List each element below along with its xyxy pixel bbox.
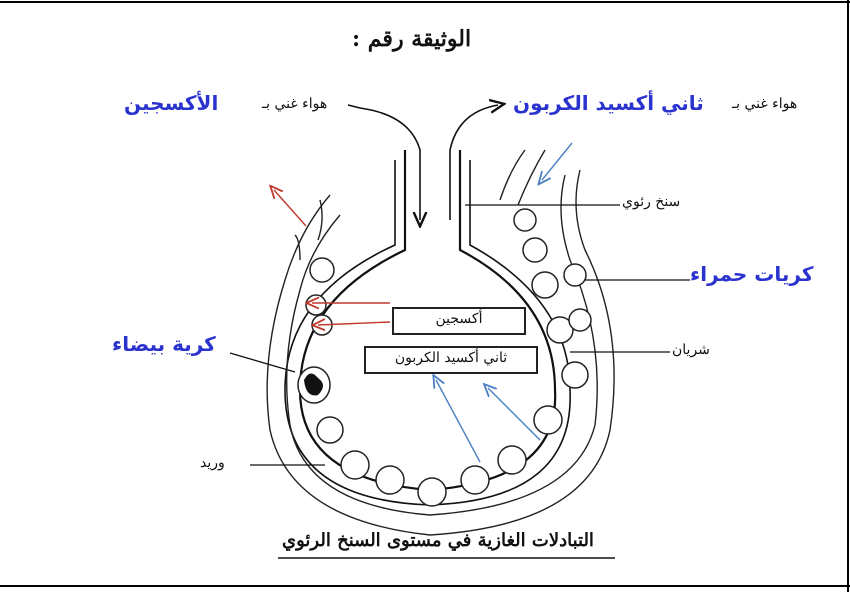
co2-box: ثاني أكسيد الكربون — [364, 346, 538, 374]
rbc — [514, 209, 536, 231]
rbc — [376, 466, 404, 494]
rbc — [310, 258, 334, 282]
alveolus-label: سنخ رئوي — [622, 194, 680, 210]
co2-arrow-2 — [488, 388, 540, 440]
rbc — [317, 417, 343, 443]
co2-arrow-1 — [436, 380, 480, 462]
capillary-top-right-2 — [518, 150, 545, 205]
red-cells-label: كريات حمراء — [690, 262, 814, 286]
rbc — [461, 466, 489, 494]
rbc — [562, 362, 588, 388]
document-title: الوثيقة رقم : — [352, 26, 471, 52]
oxygen-box: أكسجين — [392, 307, 526, 335]
rbc — [306, 295, 326, 315]
rbc — [498, 446, 526, 474]
oxygen-arrows — [274, 190, 390, 325]
co2-in-arrow — [542, 143, 572, 180]
rbc — [534, 406, 562, 434]
air-out-arrow — [450, 105, 498, 220]
co2-label: ثاني أكسيد الكربون — [513, 91, 704, 115]
capillary-top-left-2 — [318, 200, 322, 240]
rbc — [532, 272, 558, 298]
rbc — [569, 309, 591, 331]
capillary-outer-left-2 — [287, 175, 598, 515]
rbc — [523, 238, 547, 262]
rbc — [418, 478, 446, 506]
o2-out-arrow — [274, 190, 306, 226]
rbc — [564, 264, 586, 286]
white-cell-label: كرية بيضاء — [112, 332, 216, 356]
artery-label: شريان — [672, 342, 710, 358]
air-in-leader — [348, 105, 360, 108]
air-in-arrow — [360, 108, 420, 220]
rbc — [341, 451, 369, 479]
vein-label: وريد — [200, 455, 225, 471]
air-rich-o2-prefix: هواء غني بـ — [262, 96, 327, 112]
air-flow-arrows — [348, 105, 498, 220]
white-blood-cell — [298, 367, 330, 403]
oxygen-label: الأكسجين — [124, 91, 218, 115]
diagram-caption: التبادلات الغازية في مستوى السنخ الرئوي — [282, 530, 594, 551]
air-rich-co2-prefix: هواء غني بـ — [732, 96, 797, 112]
white-cell-leader — [230, 353, 295, 372]
capillary-top-right — [500, 150, 525, 200]
